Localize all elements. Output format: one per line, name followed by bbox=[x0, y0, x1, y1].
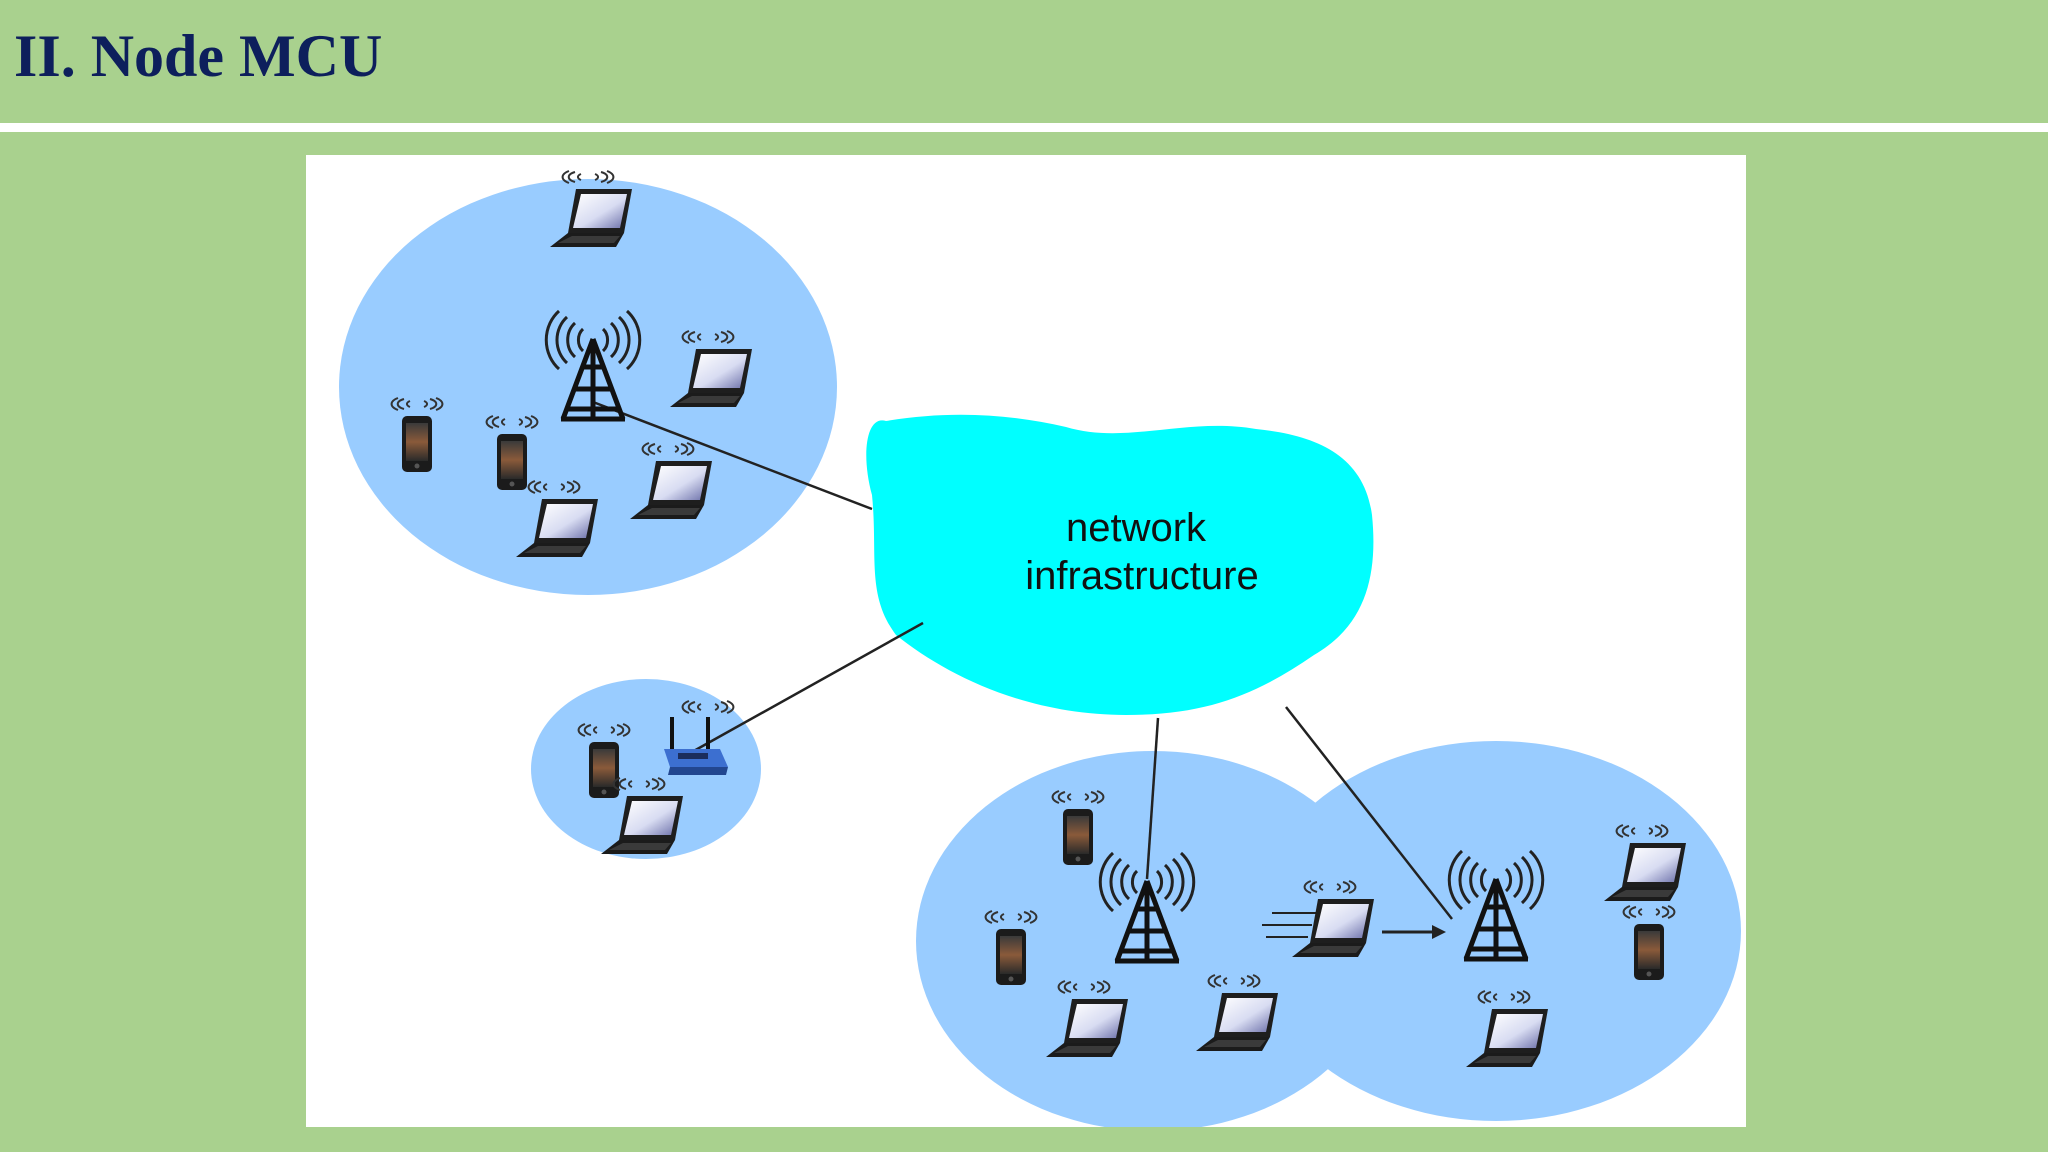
network-diagram: network infrastructure bbox=[306, 155, 1746, 1127]
cell-wifi bbox=[531, 679, 761, 859]
slide-title: II. Node MCU bbox=[14, 23, 383, 89]
cell-bottom-middle bbox=[916, 751, 1390, 1127]
network-infrastructure-cloud bbox=[866, 414, 1374, 715]
cloud-label-line2: infrastructure bbox=[1025, 554, 1258, 598]
handoff-arrow-icon bbox=[1382, 925, 1446, 939]
moving-laptop-icon bbox=[1262, 881, 1374, 957]
title-divider bbox=[0, 123, 2048, 132]
cloud-label-line1: network bbox=[1066, 506, 1207, 550]
